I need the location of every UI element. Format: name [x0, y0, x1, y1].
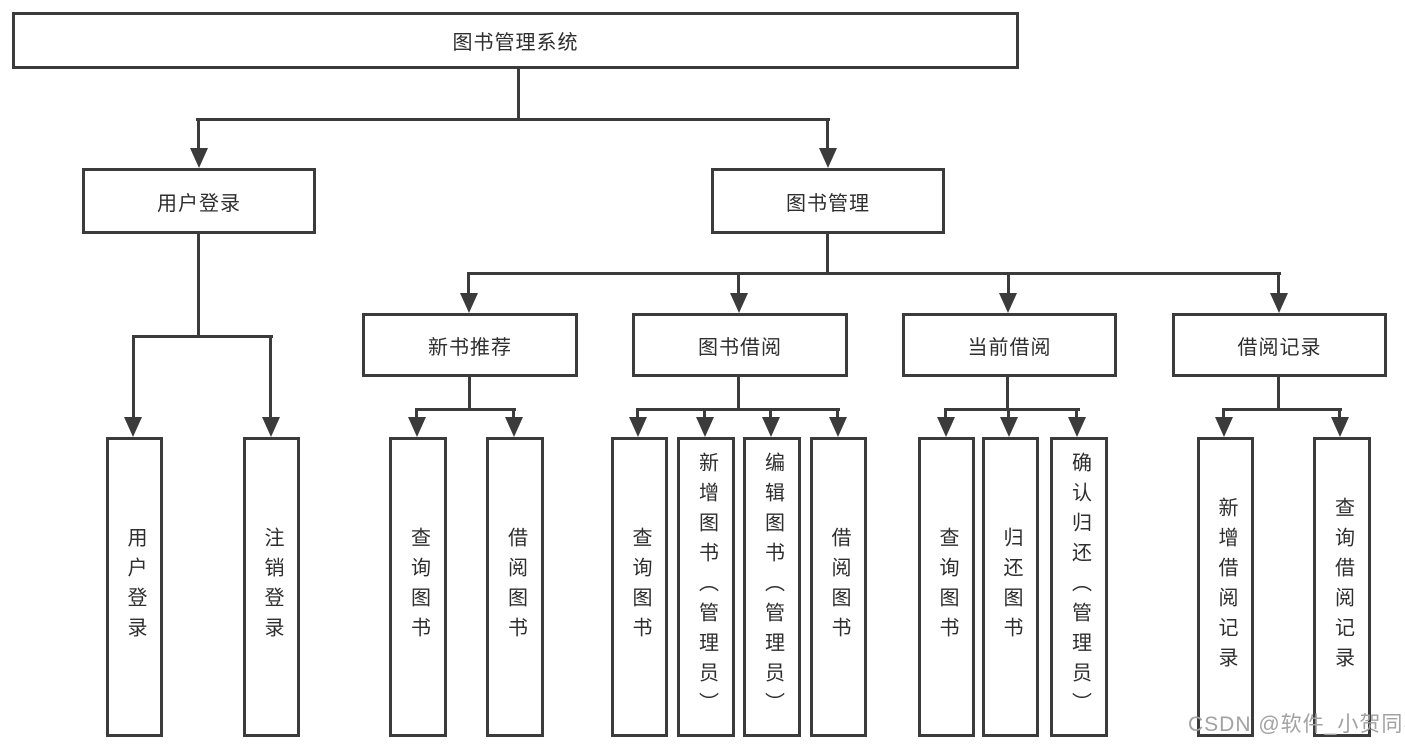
connector-line: [415, 408, 418, 421]
arrow-down-icon: [1215, 417, 1233, 437]
connector-line: [636, 408, 639, 421]
connector-line: [468, 272, 1281, 275]
arrow-down-icon: [999, 293, 1017, 313]
arrow-down-icon: [1331, 417, 1349, 437]
connector-line: [1007, 408, 1010, 421]
leaf-label: 查询图书: [407, 527, 430, 647]
connector-line: [826, 118, 829, 152]
arrow-down-icon: [829, 417, 847, 437]
leaf-borrow-books-recommend: 借阅图书: [486, 437, 544, 737]
leaf-label: 借阅图书: [504, 527, 527, 647]
node-new-book-recommendation: 新书推荐: [362, 313, 578, 377]
connector-line: [737, 377, 740, 408]
arrow-down-icon: [629, 417, 647, 437]
connector-line: [415, 408, 516, 411]
connector-line: [196, 118, 830, 121]
leaf-label: 查询借阅记录: [1331, 497, 1354, 677]
connector-line: [1006, 377, 1009, 408]
node-label: 图书借阅: [698, 336, 782, 359]
leaf-edit-book-admin: 编辑图书（管理员）: [743, 437, 801, 737]
leaf-return-books: 归还图书: [982, 437, 1039, 737]
leaf-user-login: 用户登录: [106, 437, 163, 737]
connector-line: [944, 408, 947, 421]
leaf-label: 编辑图书（管理员）: [761, 452, 784, 722]
connector-line: [269, 335, 272, 421]
arrow-down-icon: [262, 417, 280, 437]
node-label: 当前借阅: [967, 336, 1052, 359]
leaf-logout: 注销登录: [243, 437, 300, 737]
node-label: 借阅记录: [1237, 336, 1322, 359]
leaf-label: 查询图书: [629, 527, 651, 647]
leaf-label: 用户登录: [124, 527, 146, 647]
connector-line: [1075, 408, 1078, 421]
node-label: 新书推荐: [428, 336, 512, 359]
connector-line: [468, 377, 471, 408]
connector-line: [517, 69, 520, 118]
connector-line: [1277, 377, 1280, 408]
connector-line: [1277, 272, 1280, 298]
leaf-label: 新增图书（管理员）: [695, 452, 718, 722]
node-label: 图书管理: [786, 192, 870, 215]
connector-line: [197, 234, 200, 335]
leaf-label: 新增借阅记录: [1215, 497, 1237, 677]
connector-line: [826, 234, 829, 272]
node-current-borrowing: 当前借阅: [902, 313, 1117, 377]
node-user-login: 用户登录: [82, 168, 316, 234]
arrow-down-icon: [124, 417, 142, 437]
arrow-down-icon: [696, 417, 714, 437]
arrow-down-icon: [1000, 417, 1018, 437]
leaf-query-books-current: 查询图书: [918, 437, 975, 737]
arrow-down-icon: [460, 293, 478, 313]
connector-line: [1222, 408, 1342, 411]
node-label: 图书管理系统: [452, 32, 579, 54]
leaf-query-borrow-record: 查询借阅记录: [1313, 437, 1371, 737]
node-library-management-system: 图书管理系统: [12, 12, 1019, 69]
connector-line: [836, 408, 839, 421]
connector-line: [1222, 408, 1225, 421]
node-borrowing-records: 借阅记录: [1172, 313, 1387, 377]
connector-line: [1007, 272, 1010, 298]
connector-line: [1338, 408, 1341, 421]
connector-line: [703, 408, 706, 421]
node-book-borrowing: 图书借阅: [632, 313, 848, 377]
leaf-borrow-books-borrowing: 借阅图书: [810, 437, 867, 737]
connector-line: [132, 335, 273, 338]
node-book-management: 图书管理: [711, 168, 945, 234]
arrow-down-icon: [190, 148, 208, 168]
connector-line: [769, 408, 772, 421]
leaf-label: 查询图书: [936, 527, 958, 647]
leaf-query-books-recommend: 查询图书: [389, 437, 447, 737]
leaf-confirm-return-admin: 确认归还（管理员）: [1050, 437, 1108, 737]
arrow-down-icon: [1068, 417, 1086, 437]
connector-line: [197, 118, 200, 152]
arrow-down-icon: [819, 148, 837, 168]
connector-line: [132, 335, 135, 421]
arrow-down-icon: [408, 417, 426, 437]
arrow-down-icon: [505, 417, 523, 437]
leaf-label: 归还图书: [1000, 527, 1022, 647]
arrow-down-icon: [1270, 293, 1288, 313]
connector-line: [737, 272, 740, 298]
leaf-label: 注销登录: [261, 527, 283, 647]
arrow-down-icon: [730, 293, 748, 313]
connector-line: [944, 408, 1080, 411]
leaf-query-books-borrowing: 查询图书: [611, 437, 668, 737]
leaf-label: 借阅图书: [828, 527, 850, 647]
connector-line: [637, 408, 840, 411]
arrow-down-icon: [937, 417, 955, 437]
leaf-add-book-admin: 新增图书（管理员）: [677, 437, 735, 737]
leaf-label: 确认归还（管理员）: [1068, 452, 1091, 722]
csdn-watermark: CSDN @软件_小贺同学: [1188, 713, 1405, 736]
arrow-down-icon: [762, 417, 780, 437]
connector-line: [512, 408, 515, 421]
node-label: 用户登录: [157, 192, 241, 215]
leaf-add-borrow-record: 新增借阅记录: [1197, 437, 1254, 737]
connector-line: [467, 272, 470, 298]
